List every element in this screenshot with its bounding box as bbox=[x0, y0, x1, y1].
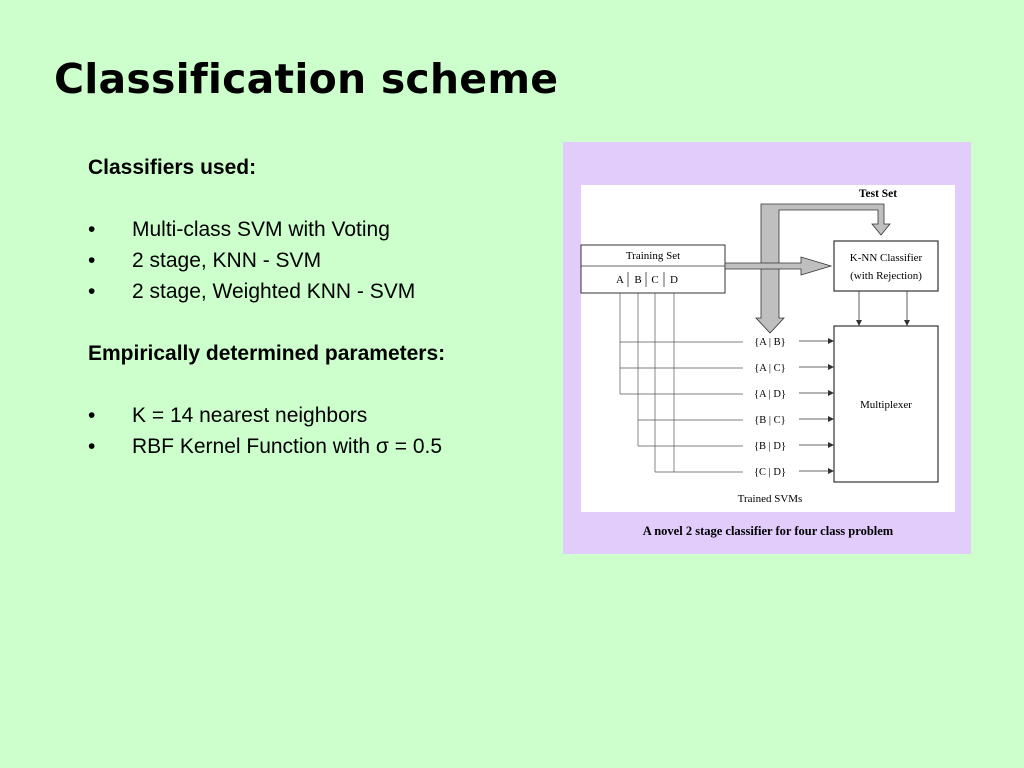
bullet-icon: • bbox=[88, 249, 96, 272]
list-item-text: Multi-class SVM with Voting bbox=[132, 218, 390, 241]
svm-pair-label: {A | C} bbox=[754, 363, 785, 374]
knn-label-line1: K-NN Classifier bbox=[850, 252, 923, 264]
spacer bbox=[88, 369, 548, 400]
classifier-diagram: Test Set Training Set A B C D K-NN Class… bbox=[580, 185, 955, 538]
bullet-icon: • bbox=[88, 280, 96, 303]
classifiers-list: • Multi-class SVM with Voting • 2 stage, K… bbox=[88, 214, 548, 307]
svm-pair-label: {B | D} bbox=[754, 441, 786, 452]
class-label-c: C bbox=[651, 274, 658, 286]
arrowhead-icon bbox=[828, 338, 834, 344]
trained-svms-label: Trained SVMs bbox=[738, 493, 803, 505]
slide-content: Classifiers used: • Multi-class SVM with … bbox=[88, 152, 548, 462]
class-label-a: A bbox=[616, 274, 624, 286]
list-item-text: 2 stage, Weighted KNN - SVM bbox=[132, 280, 416, 303]
spacer bbox=[88, 307, 548, 338]
class-label-d: D bbox=[670, 274, 678, 286]
arrowhead-icon bbox=[828, 364, 834, 370]
arrowhead-icon bbox=[856, 320, 862, 326]
figure-panel: Test Set Training Set A B C D K-NN Class… bbox=[563, 142, 971, 554]
knn-label-line2: (with Rejection) bbox=[850, 270, 922, 282]
arrowhead-icon bbox=[828, 390, 834, 396]
training-to-knn-arrow bbox=[724, 256, 833, 276]
training-set-box bbox=[580, 244, 726, 294]
list-item: • Multi-class SVM with Voting bbox=[88, 214, 548, 245]
test-set-arrow bbox=[755, 203, 891, 334]
bullet-icon: • bbox=[88, 218, 96, 241]
list-item-text: K = 14 nearest neighbors bbox=[132, 404, 368, 427]
svm-pair-label: {C | D} bbox=[754, 467, 786, 478]
arrowhead-icon bbox=[828, 468, 834, 474]
knn-classifier-box bbox=[833, 240, 939, 292]
parameters-list: • K = 14 nearest neighbors • RBF Kernel Fu… bbox=[88, 400, 548, 462]
spacer bbox=[88, 183, 548, 214]
svm-arrowheads bbox=[828, 338, 834, 474]
svm-pair-label: {A | B} bbox=[754, 337, 785, 348]
parameters-heading: Empirically determined parameters: bbox=[88, 342, 446, 365]
bullet-icon: • bbox=[88, 435, 96, 458]
multiplexer-label: Multiplexer bbox=[860, 399, 912, 411]
training-set-label: Training Set bbox=[626, 250, 680, 262]
list-item: • RBF Kernel Function with σ = 0.5 bbox=[88, 431, 548, 462]
arrowhead-icon bbox=[828, 416, 834, 422]
svm-output-arrows bbox=[799, 340, 829, 472]
arrowhead-icon bbox=[904, 320, 910, 326]
svm-pair-label: {B | C} bbox=[754, 415, 785, 426]
classifiers-heading: Classifiers used: bbox=[88, 156, 257, 179]
svm-pair-label: {A | D} bbox=[754, 389, 786, 400]
list-item: • 2 stage, Weighted KNN - SVM bbox=[88, 276, 548, 307]
list-item-text: RBF Kernel Function with σ = 0.5 bbox=[132, 435, 443, 458]
figure-caption: A novel 2 stage classifier for four clas… bbox=[643, 524, 894, 538]
bullet-icon: • bbox=[88, 404, 96, 427]
multiplexer-box bbox=[833, 325, 939, 483]
list-item-text: 2 stage, KNN - SVM bbox=[132, 249, 322, 272]
slide-title: Classification scheme bbox=[54, 55, 559, 103]
class-label-b: B bbox=[634, 274, 641, 286]
list-item: • 2 stage, KNN - SVM bbox=[88, 245, 548, 276]
arrowhead-icon bbox=[828, 442, 834, 448]
test-set-label: Test Set bbox=[859, 188, 897, 200]
list-item: • K = 14 nearest neighbors bbox=[88, 400, 548, 431]
